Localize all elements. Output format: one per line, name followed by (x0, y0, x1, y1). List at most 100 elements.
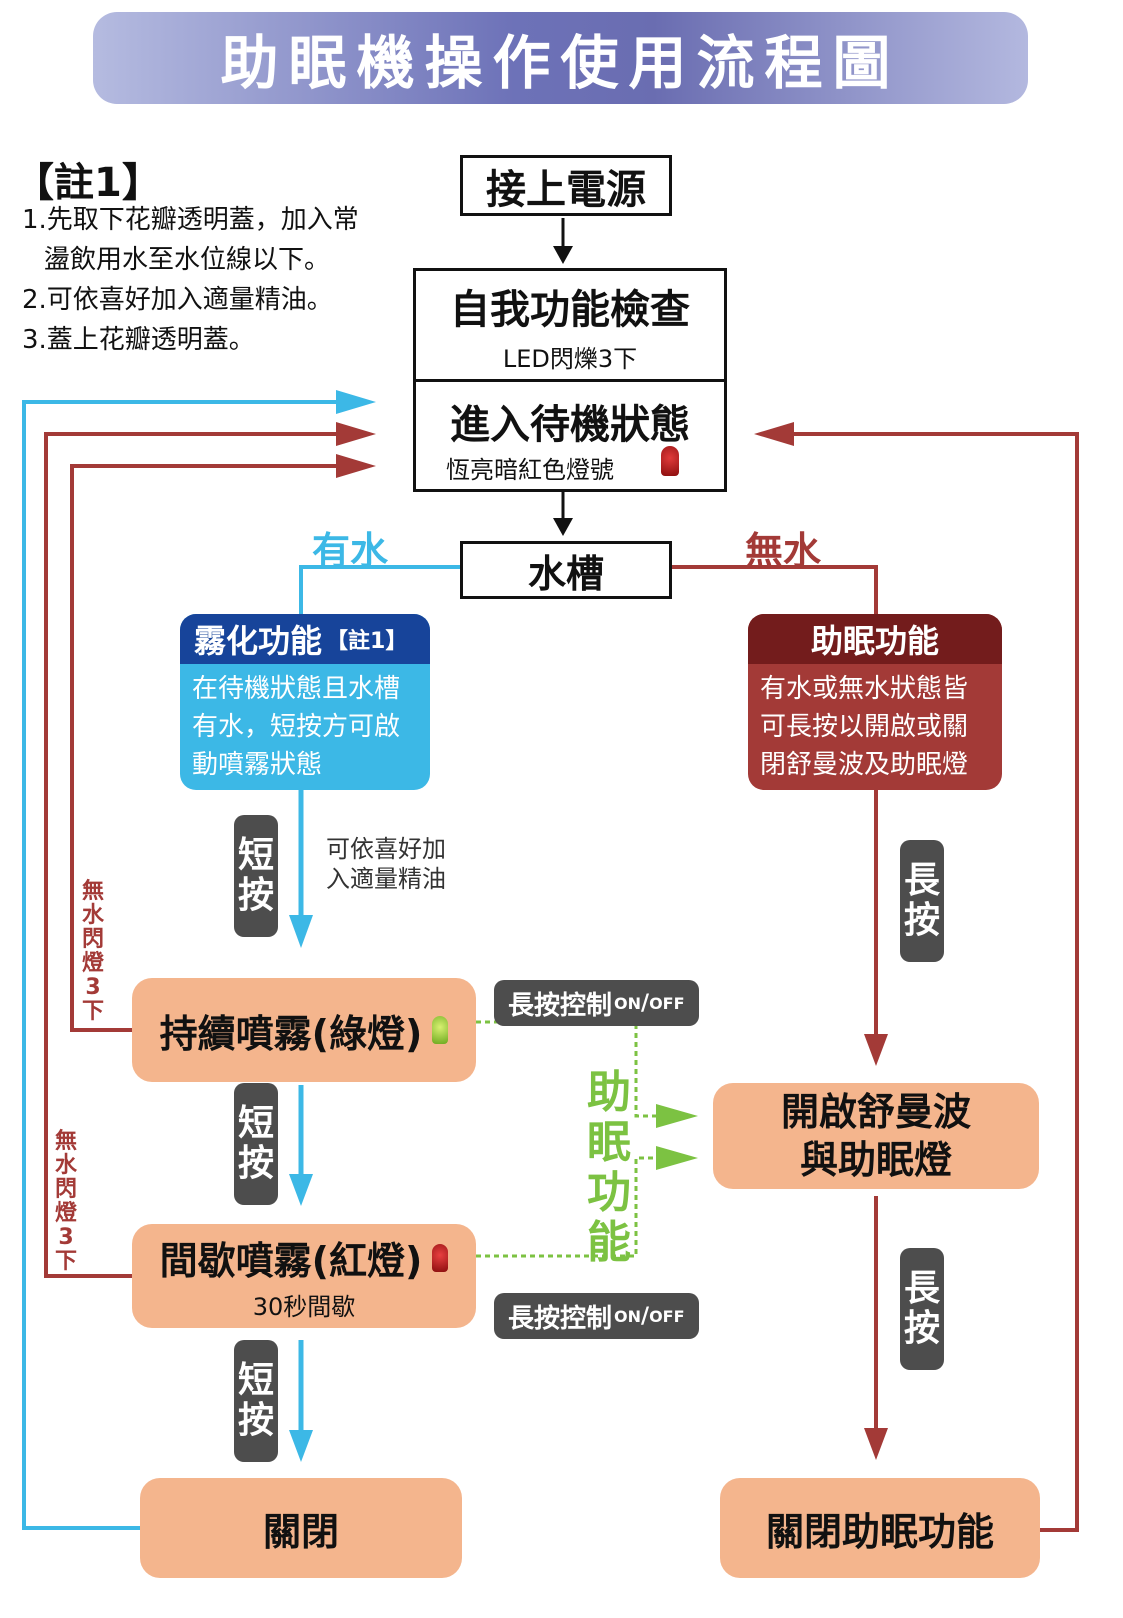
tank-node: 水槽 (460, 541, 672, 599)
sleep-function-card: 助眠功能 有水或無水狀態皆 可長按以開啟或關 閉舒曼波及助眠燈 (748, 614, 1002, 790)
mist-function-line-1: 在待機狀態且水槽 (192, 674, 401, 704)
branch-no-water (672, 565, 878, 620)
arrowhead-green-2 (656, 1146, 698, 1170)
loop-close-standby (790, 432, 1079, 1532)
sleep-function-line-1: 有水或無水狀態皆 (760, 674, 969, 704)
selfcheck-node: 自我功能檢查 LED閃爍3下 (416, 271, 724, 382)
off-label: OFF (649, 1306, 685, 1326)
loop-continuous-standby (70, 464, 340, 1032)
branch-label-no-water: 無水 (745, 529, 822, 573)
open-sleep-node: 開啟舒曼波 與助眠燈 (713, 1083, 1039, 1189)
note-heading: 【註1】 (14, 160, 162, 206)
arrowhead-continuous (289, 1174, 313, 1206)
branch-label-has-water: 有水 (312, 529, 389, 573)
intermittent-spray-sub: 30秒間歇 (252, 1293, 356, 1321)
sleep-function-line-3: 閉舒曼波及助眠燈 (760, 750, 969, 780)
add-oil-line-1: 可依喜好加 (326, 835, 446, 863)
mist-function-header: 霧化功能 【註1】 (180, 614, 430, 664)
arrowhead-standby (553, 518, 573, 536)
loop-intermittent-standby (44, 432, 340, 1278)
note-line-2: 盪飲用水至水位線以下。 (44, 245, 331, 275)
loop-off-standby (22, 400, 340, 1530)
standby-title: 進入待機狀態 (450, 402, 690, 448)
note-line-4: 3.蓋上花瓣透明蓋。 (22, 325, 255, 355)
long-press-control-tag-1: 長按控制 ON/OFF (494, 980, 699, 1026)
red-led-icon (661, 446, 679, 476)
power-label: 接上電源 (486, 166, 646, 213)
dashed-continuous-sleep (476, 1020, 660, 1118)
short-press-char-2: 按 (237, 1143, 274, 1184)
short-press-char-2: 按 (237, 875, 274, 916)
short-press-tag-1: 短 按 (234, 815, 278, 937)
selfcheck-standby-box: 自我功能檢查 LED閃爍3下 進入待機狀態 恆亮暗紅色燈號 (413, 268, 727, 492)
no-water-blink-label-2: 無水閃燈3下 (54, 1129, 77, 1274)
sleep-function-line-2: 可長按以開啟或關 (760, 712, 969, 742)
off-label: OFF (649, 993, 685, 1013)
add-oil-annotation: 可依喜好加 入適量精油 (326, 834, 446, 894)
mist-function-line-2: 有水，短按方可啟 (192, 712, 401, 742)
off-label: 關閉 (262, 1509, 339, 1554)
open-sleep-line-2: 與助眠燈 (799, 1138, 952, 1182)
sleep-function-vertical-label: 助眠功能 (587, 1067, 631, 1268)
on-label: ON (614, 993, 642, 1013)
title-banner: 助眠機操作使用流程圖 (93, 12, 1028, 104)
green-led-icon (432, 1016, 449, 1044)
short-press-char-1: 短 (237, 835, 274, 876)
long-press-char-2: 按 (903, 900, 940, 941)
branch-has-water (299, 565, 460, 620)
selfcheck-sub: LED閃爍3下 (502, 344, 638, 373)
close-sleep-node: 關閉助眠功能 (720, 1478, 1040, 1578)
no-water-blink-label-1: 無水閃燈3下 (81, 879, 104, 1024)
red-led-icon (432, 1243, 449, 1272)
continuous-spray-node: 持續噴霧(綠燈) (132, 978, 476, 1082)
arrowhead-intermittent (289, 1430, 313, 1462)
short-press-tag-2: 短 按 (234, 1083, 278, 1205)
tank-label: 水槽 (527, 551, 604, 596)
arrowhead-loop-red-2 (336, 422, 376, 446)
standby-node: 進入待機狀態 恆亮暗紅色燈號 (416, 382, 724, 492)
arrowhead-sleep (864, 1034, 888, 1066)
arrowhead-loop-right (754, 422, 794, 446)
note-line-3: 2.可依喜好加入適量精油。 (22, 285, 333, 315)
arrowhead-green-1 (656, 1104, 698, 1128)
long-press-tag-2: 長 按 (900, 1248, 944, 1370)
standby-sub: 恆亮暗紅色燈號 (446, 456, 614, 484)
arrowhead-open (864, 1428, 888, 1460)
long-press-char-1: 長 (903, 860, 940, 901)
dashed-intermittent-sleep (476, 1156, 660, 1258)
selfcheck-title: 自我功能檢查 (450, 286, 690, 333)
note-line-1: 1.先取下花瓣透明蓋，加入常 (22, 205, 359, 235)
on-label: ON (614, 1306, 642, 1326)
short-press-char-1: 短 (237, 1103, 274, 1144)
arrowhead-power (553, 246, 573, 264)
arrowhead-mist (289, 915, 313, 948)
short-press-char-2: 按 (237, 1400, 274, 1441)
mist-function-title: 霧化功能 (194, 622, 323, 660)
mist-function-note-ref: 【註1】 (326, 629, 408, 654)
mist-function-card: 霧化功能 【註1】 在待機狀態且水槽 有水，短按方可啟 動噴霧狀態 (180, 614, 430, 790)
long-press-control-label: 長按控制 (508, 1303, 613, 1334)
intermittent-spray-label: 間歇噴霧(紅燈) (159, 1239, 423, 1283)
arrowhead-loop-blue (336, 390, 376, 414)
long-press-control-label: 長按控制 (508, 990, 613, 1021)
short-press-char-1: 短 (237, 1360, 274, 1401)
continuous-spray-label: 持續噴霧(綠燈) (159, 1011, 423, 1056)
arrowhead-loop-red-1 (336, 454, 376, 478)
sleep-function-body: 有水或無水狀態皆 可長按以開啟或關 閉舒曼波及助眠燈 (748, 664, 1002, 790)
short-press-tag-3: 短 按 (234, 1340, 278, 1462)
long-press-tag-1: 長 按 (900, 840, 944, 962)
off-node: 關閉 (140, 1478, 462, 1578)
long-press-char-2: 按 (903, 1308, 940, 1349)
mist-function-body: 在待機狀態且水槽 有水，短按方可啟 動噴霧狀態 (180, 664, 430, 790)
long-press-control-tag-2: 長按控制 ON/OFF (494, 1293, 699, 1339)
long-press-char-1: 長 (903, 1268, 940, 1309)
mist-function-line-3: 動噴霧狀態 (192, 750, 323, 780)
add-oil-line-2: 入適量精油 (326, 865, 446, 893)
intermittent-spray-node: 間歇噴霧(紅燈) 30秒間歇 (132, 1224, 476, 1328)
sleep-function-header: 助眠功能 (748, 614, 1002, 664)
page-title: 助眠機操作使用流程圖 (220, 29, 901, 97)
sleep-function-title: 助眠功能 (810, 622, 939, 660)
close-sleep-label: 關閉助眠功能 (765, 1509, 994, 1554)
open-sleep-line-1: 開啟舒曼波 (780, 1090, 971, 1134)
